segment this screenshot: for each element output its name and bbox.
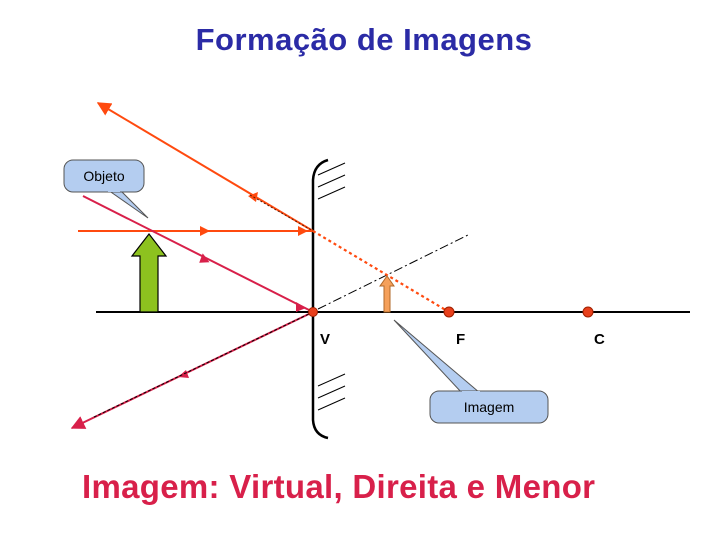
vertex-label: V [320, 331, 330, 348]
ray-vertex [70, 195, 314, 429]
object-callout-label: Objeto [83, 168, 124, 184]
focus-label: F [456, 331, 465, 348]
construction-line [317, 233, 471, 310]
convex-mirror [311, 158, 329, 440]
mirror-hatching [317, 162, 346, 411]
image-callout: Imagem [393, 319, 549, 424]
center-label: C [594, 331, 605, 348]
object-arrow [130, 233, 168, 313]
image-callout-label: Imagem [464, 399, 515, 415]
vertex-point [308, 307, 318, 317]
page-title: Formação de Imagens [195, 22, 533, 57]
image-arrow [379, 275, 395, 313]
object-callout: Objeto [63, 159, 149, 219]
center-point [582, 306, 594, 318]
ray-parallel [78, 102, 450, 313]
image-caption: Imagem: Virtual, Direita e Menor [82, 468, 596, 505]
focus-point [443, 306, 455, 318]
